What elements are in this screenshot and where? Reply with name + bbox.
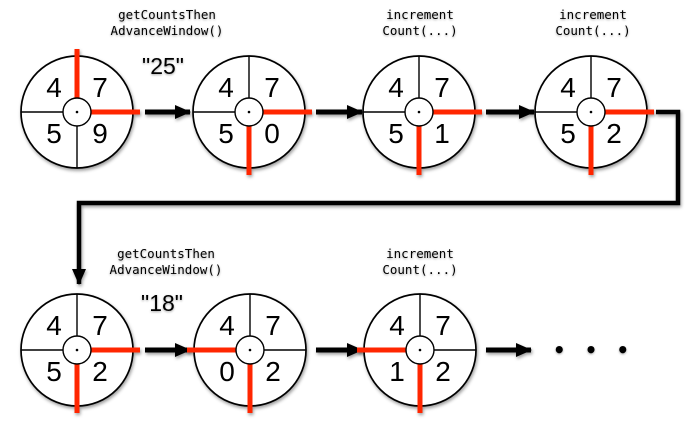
op-label-line: AdvanceWindow(): [111, 23, 224, 38]
count-bottom-right-current: 2: [606, 118, 622, 149]
count-bottom-left: 5: [560, 118, 576, 149]
wrap-around-arrow: [72, 109, 681, 285]
returned-value-25: "25": [142, 53, 184, 79]
returned-value-18: "18": [141, 290, 183, 316]
count-top-right: 7: [434, 72, 450, 103]
op-label-line: Count(...): [382, 262, 457, 277]
count-top-right: 7: [264, 72, 280, 103]
count-bottom-left: 5: [218, 118, 234, 149]
op-label-getcounts-2: getCountsThen AdvanceWindow(): [110, 246, 223, 277]
window-circle-r2c3: 4 7 1 2: [357, 293, 477, 413]
count-top-left: 4: [560, 72, 576, 103]
center-dot: [75, 110, 79, 114]
count-bottom-right-current: 2: [92, 356, 108, 387]
count-top-left: 4: [219, 310, 235, 341]
op-label-getcounts-1: getCountsThen AdvanceWindow(): [111, 7, 224, 38]
count-top-right: 7: [92, 310, 108, 341]
center-dot: [75, 348, 79, 352]
count-bottom-right-current: 1: [434, 118, 450, 149]
count-bottom-left: 5: [46, 118, 62, 149]
window-circle-r1c3: 4 7 5 1: [362, 55, 482, 175]
op-label-line: AdvanceWindow(): [110, 262, 223, 277]
window-circle-r1c2: 4 7 5 0: [192, 55, 312, 175]
op-label-line: Count(...): [382, 23, 457, 38]
count-top-left: 4: [388, 72, 404, 103]
count-bottom-right: 2: [435, 356, 451, 387]
center-dot: [418, 348, 422, 352]
count-bottom-right: 9: [92, 118, 108, 149]
op-label-line: increment: [386, 7, 454, 22]
op-label-increment-2: increment Count(...): [555, 7, 630, 38]
window-circle-r2c1: 4 7 5 2: [20, 293, 140, 413]
count-bottom-left-current: 0: [219, 356, 235, 387]
count-top-right: 7: [606, 72, 622, 103]
count-top-left: 4: [218, 72, 234, 103]
continuation-ellipsis: • • •: [553, 338, 635, 362]
count-bottom-left-current: 1: [389, 356, 405, 387]
window-circle-r1c4: 4 7 5 2: [534, 55, 654, 175]
op-label-line: increment: [559, 7, 627, 22]
count-top-right: 7: [435, 310, 451, 341]
count-top-right: 7: [265, 310, 281, 341]
count-bottom-right-current: 0: [264, 118, 280, 149]
op-label-line: getCountsThen: [117, 246, 215, 261]
count-top-right-current: 7: [92, 72, 108, 103]
count-bottom-left: 5: [388, 118, 404, 149]
center-dot: [417, 110, 421, 114]
op-label-line: getCountsThen: [118, 7, 216, 22]
op-label-line: increment: [386, 246, 454, 261]
count-bottom-left: 5: [46, 356, 62, 387]
count-bottom-right: 2: [265, 356, 281, 387]
center-dot: [247, 110, 251, 114]
center-dot: [589, 110, 593, 114]
op-label-increment-1: increment Count(...): [382, 7, 457, 38]
count-top-left: 4: [46, 310, 62, 341]
window-circle-r2c2: 4 7 0 2: [187, 293, 307, 413]
center-dot: [248, 348, 252, 352]
window-circle-r1c1: 4 7 5 9: [20, 49, 140, 169]
count-top-left: 4: [389, 310, 405, 341]
count-top-left: 4: [46, 72, 62, 103]
op-label-line: Count(...): [555, 23, 630, 38]
op-label-increment-3: increment Count(...): [382, 246, 457, 277]
